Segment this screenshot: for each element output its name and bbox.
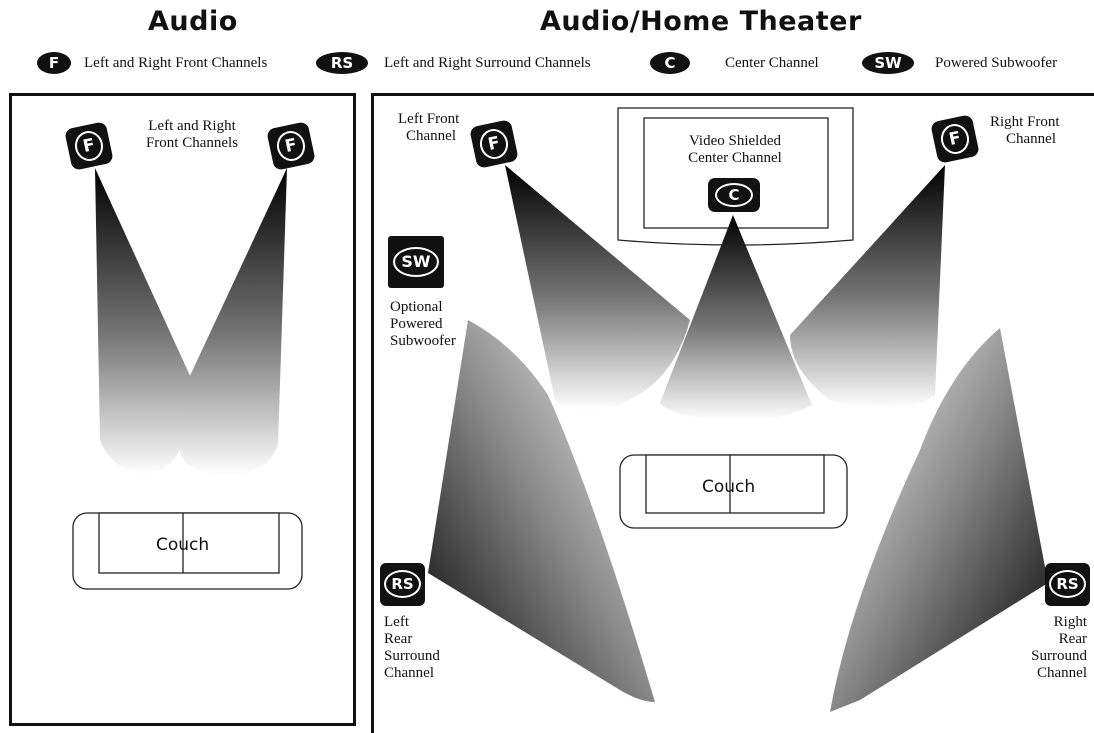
- center-beam: [660, 215, 812, 421]
- audio-title: Audio: [148, 6, 238, 37]
- right-rear-label: Right Rear Surround Channel: [1031, 614, 1087, 681]
- center-channel-label: Video Shielded Center Channel: [688, 133, 782, 166]
- couch-label-audio: Couch: [156, 535, 210, 555]
- left-rear-label: Left Rear Surround Channel: [384, 614, 440, 681]
- right-surround-speaker-icon: RS: [1045, 563, 1090, 606]
- left-front-beam-audio: [95, 168, 193, 475]
- center-speaker-icon: C: [650, 52, 690, 74]
- left-front-speaker-icon: F: [64, 121, 114, 171]
- audio-panel: [9, 93, 356, 726]
- surround-speaker-icon: RS: [316, 52, 368, 74]
- left-front-speaker-icon: F: [469, 119, 519, 169]
- legend-front-label: Left and Right Front Channels: [84, 55, 268, 71]
- left-front-beam: [505, 165, 690, 410]
- front-channels-label: Left and Right Front Channels: [145, 118, 239, 151]
- home-theater-panel: [371, 93, 1094, 733]
- right-front-label: Right Front Channel: [990, 114, 1060, 147]
- left-front-label: Left Front Channel: [398, 111, 460, 144]
- subwoofer-icon: SW: [388, 236, 444, 288]
- right-front-beam-audio: [180, 168, 287, 476]
- right-front-speaker-icon: F: [266, 121, 316, 171]
- legend: F Left and Right Front Channels RS Left …: [0, 52, 1094, 78]
- center-speaker-icon: C: [708, 178, 760, 212]
- legend-center-label: Center Channel: [725, 55, 819, 71]
- subwoofer-icon: SW: [862, 52, 914, 74]
- right-front-speaker-icon: F: [930, 114, 980, 164]
- right-front-beam: [790, 165, 945, 409]
- subwoofer-label: Optional Powered Subwoofer: [390, 299, 456, 349]
- home-theater-title: Audio/Home Theater: [540, 6, 862, 37]
- legend-subwoofer-label: Powered Subwoofer: [935, 55, 1058, 71]
- right-rear-beam: [830, 328, 1048, 712]
- legend-surround-label: Left and Right Surround Channels: [384, 55, 591, 71]
- couch-label-home: Couch: [702, 477, 756, 497]
- front-speaker-icon: F: [37, 52, 71, 74]
- left-surround-speaker-icon: RS: [380, 563, 425, 606]
- left-rear-beam: [428, 320, 655, 702]
